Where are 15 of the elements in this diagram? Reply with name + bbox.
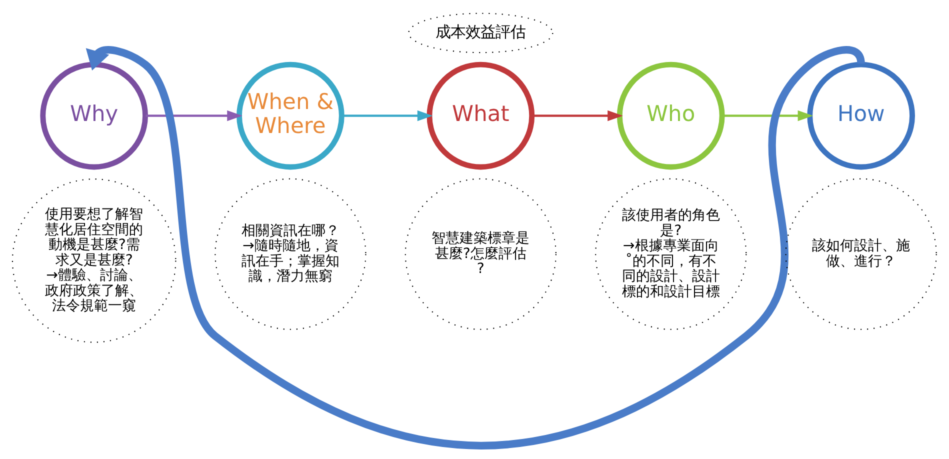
node-circle: Why <box>40 62 148 170</box>
node-circle: 該如何設計、施做、進行？ <box>785 178 937 330</box>
node-circle: When & Where <box>236 62 344 170</box>
node-circle: Who <box>616 62 725 170</box>
arrow <box>342 110 433 122</box>
arrow <box>146 110 242 122</box>
node-ellipse: 成本效益評估 <box>408 12 554 54</box>
node-circle: How <box>807 62 915 170</box>
node-circle: 智慧建築標章是甚麼?怎麼評估? <box>404 178 556 330</box>
arrow <box>532 110 623 122</box>
node-circle: What <box>426 62 535 170</box>
arrow <box>722 110 814 122</box>
node-circle: 使用要想了解智慧化居住空間的動機是甚麼?需求又是甚麼? →體驗、討論、政府政策了解、法令規範一窺 <box>12 178 176 343</box>
node-circle: 該使用者的角色是? →根據專業面向˚的不同，有不同的設計、設計標的和設計目標 <box>595 178 747 330</box>
node-circle: 相關資訊在哪？ →隨時隨地，資訊在手；掌握知識，潛力無窮 <box>214 178 366 330</box>
